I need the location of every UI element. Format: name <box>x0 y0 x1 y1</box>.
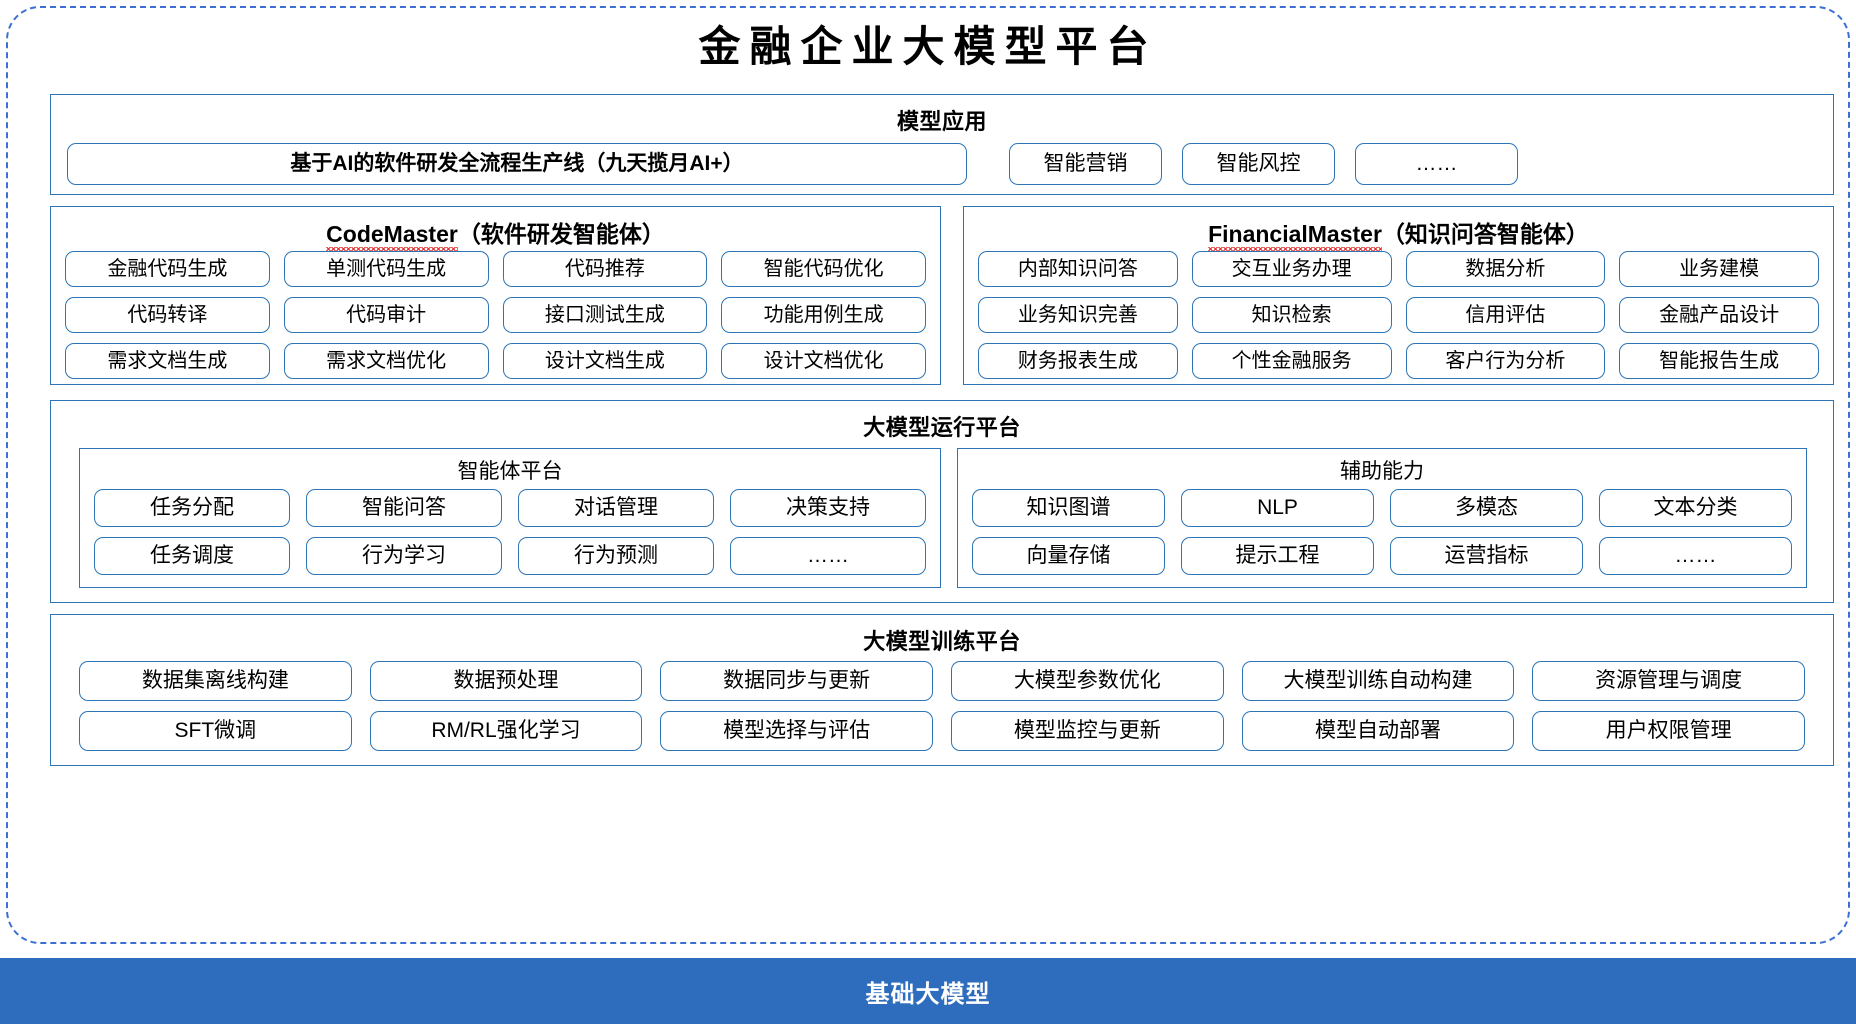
capability-chip[interactable]: 模型选择与评估 <box>660 711 933 751</box>
capability-chip[interactable]: 代码推荐 <box>502 251 708 287</box>
code-master-suffix: （软件研发智能体） <box>457 221 665 247</box>
auxiliary-capability-grid: 知识图谱 NLP 多模态 文本分类 向量存储 提示工程 运营指标 …… <box>972 489 1792 575</box>
capability-chip[interactable]: 财务报表生成 <box>978 343 1178 379</box>
model-applications-row: 基于AI的软件研发全流程生产线（九天揽月AI+） 智能营销 智能风控 …… <box>67 143 1819 185</box>
training-platform-grid: 数据集离线构建 数据预处理 数据同步与更新 大模型参数优化 大模型训练自动构建 … <box>79 661 1805 751</box>
capability-chip[interactable]: 金融产品设计 <box>1619 297 1819 333</box>
capability-chip[interactable]: 智能问答 <box>306 489 502 527</box>
app-chip-ai-dev-pipeline[interactable]: 基于AI的软件研发全流程生产线（九天揽月AI+） <box>67 143 967 185</box>
capability-chip[interactable]: 大模型参数优化 <box>950 661 1224 701</box>
subsection-title-agent-platform: 智能体平台 <box>457 460 563 483</box>
capability-chip[interactable]: 数据同步与更新 <box>660 661 933 701</box>
capability-chip[interactable]: 任务调度 <box>94 537 290 575</box>
section-runtime-platform: 大模型运行平台 智能体平台 任务分配 智能问答 对话管理 决策支持 任务调度 行… <box>50 400 1834 603</box>
section-title-code-master: CodeMaster（软件研发智能体） <box>51 215 940 251</box>
app-chip-smart-marketing[interactable]: 智能营销 <box>1009 143 1162 185</box>
capability-chip[interactable]: 需求文档生成 <box>65 343 270 379</box>
capability-chip[interactable]: 信用评估 <box>1405 297 1606 333</box>
capability-chip[interactable]: 功能用例生成 <box>721 297 926 333</box>
capability-chip[interactable]: 文本分类 <box>1599 489 1792 527</box>
page-title: 金融企业大模型平台 <box>698 22 1158 71</box>
financial-master-capability-grid: 内部知识问答 交互业务办理 数据分析 业务建模 业务知识完善 知识检索 信用评估… <box>978 251 1819 379</box>
capability-chip[interactable]: 客户行为分析 <box>1405 343 1606 379</box>
code-master-name: CodeMaster <box>326 221 458 251</box>
capability-chip[interactable]: 设计文档优化 <box>721 343 926 379</box>
capability-chip[interactable]: 决策支持 <box>730 489 926 527</box>
capability-chip[interactable]: 知识检索 <box>1191 297 1392 333</box>
capability-chip[interactable]: 行为预测 <box>518 537 714 575</box>
capability-chip[interactable]: 向量存储 <box>972 537 1165 575</box>
capability-chip[interactable]: 接口测试生成 <box>502 297 708 333</box>
capability-chip[interactable]: 智能代码优化 <box>721 251 926 287</box>
subsection-title-auxiliary-capabilities: 辅助能力 <box>1340 460 1424 483</box>
capability-chip[interactable]: 单测代码生成 <box>283 251 489 287</box>
subsection-auxiliary-capabilities: 辅助能力 知识图谱 NLP 多模态 文本分类 向量存储 提示工程 运营指标 …… <box>957 448 1807 588</box>
capability-chip[interactable]: 金融代码生成 <box>65 251 270 287</box>
section-title-financial-master: FinancialMaster（知识问答智能体） <box>964 215 1833 251</box>
app-chip-smart-risk-control[interactable]: 智能风控 <box>1182 143 1335 185</box>
capability-chip[interactable]: 资源管理与调度 <box>1532 661 1805 701</box>
capability-chip[interactable]: 代码转译 <box>65 297 270 333</box>
capability-chip[interactable]: SFT微调 <box>79 711 352 751</box>
section-training-platform: 大模型训练平台 数据集离线构建 数据预处理 数据同步与更新 大模型参数优化 大模… <box>50 614 1834 766</box>
capability-chip[interactable]: 用户权限管理 <box>1532 711 1805 751</box>
capability-chip[interactable]: 个性金融服务 <box>1191 343 1392 379</box>
app-chip-more[interactable]: …… <box>1355 143 1518 185</box>
capability-chip[interactable]: 数据分析 <box>1405 251 1606 287</box>
capability-chip[interactable]: 数据预处理 <box>369 661 643 701</box>
section-code-master: CodeMaster（软件研发智能体） 金融代码生成 单测代码生成 代码推荐 智… <box>50 206 941 385</box>
section-model-applications: 模型应用 基于AI的软件研发全流程生产线（九天揽月AI+） 智能营销 智能风控 … <box>50 94 1834 195</box>
capability-chip[interactable]: 大模型训练自动构建 <box>1241 661 1515 701</box>
section-title-model-applications: 模型应用 <box>896 109 987 134</box>
section-financial-master: FinancialMaster（知识问答智能体） 内部知识问答 交互业务办理 数… <box>963 206 1834 385</box>
capability-chip[interactable]: RM/RL强化学习 <box>369 711 643 751</box>
section-title-training-platform: 大模型训练平台 <box>863 629 1021 654</box>
capability-chip-more[interactable]: …… <box>730 537 926 575</box>
capability-chip[interactable]: 交互业务办理 <box>1191 251 1392 287</box>
capability-chip[interactable]: 多模态 <box>1390 489 1583 527</box>
capability-chip[interactable]: 运营指标 <box>1390 537 1583 575</box>
capability-chip[interactable]: 智能报告生成 <box>1619 343 1819 379</box>
section-title-runtime-platform: 大模型运行平台 <box>863 415 1021 440</box>
capability-chip[interactable]: 行为学习 <box>306 537 502 575</box>
capability-chip[interactable]: 模型监控与更新 <box>950 711 1224 751</box>
capability-chip[interactable]: 对话管理 <box>518 489 714 527</box>
base-model-label: 基础大模型 <box>865 980 991 1008</box>
base-model-bar: 基础大模型 <box>0 958 1856 1024</box>
capability-chip[interactable]: 任务分配 <box>94 489 290 527</box>
capability-chip[interactable]: 数据集离线构建 <box>79 661 352 701</box>
financial-master-name: FinancialMaster <box>1208 221 1382 251</box>
capability-chip[interactable]: 模型自动部署 <box>1241 711 1515 751</box>
agent-platform-grid: 任务分配 智能问答 对话管理 决策支持 任务调度 行为学习 行为预测 …… <box>94 489 926 575</box>
capability-chip[interactable]: 业务知识完善 <box>978 297 1178 333</box>
capability-chip-more[interactable]: …… <box>1599 537 1792 575</box>
capability-chip[interactable]: 内部知识问答 <box>978 251 1178 287</box>
capability-chip[interactable]: 需求文档优化 <box>283 343 489 379</box>
capability-chip[interactable]: 代码审计 <box>283 297 489 333</box>
capability-chip[interactable]: 设计文档生成 <box>502 343 708 379</box>
financial-master-suffix: （知识问答智能体） <box>1381 221 1589 247</box>
code-master-capability-grid: 金融代码生成 单测代码生成 代码推荐 智能代码优化 代码转译 代码审计 接口测试… <box>65 251 926 379</box>
capability-chip[interactable]: 提示工程 <box>1181 537 1374 575</box>
capability-chip[interactable]: 知识图谱 <box>972 489 1165 527</box>
capability-chip[interactable]: 业务建模 <box>1619 251 1819 287</box>
capability-chip[interactable]: NLP <box>1181 489 1374 527</box>
subsection-agent-platform: 智能体平台 任务分配 智能问答 对话管理 决策支持 任务调度 行为学习 行为预测… <box>79 448 941 588</box>
